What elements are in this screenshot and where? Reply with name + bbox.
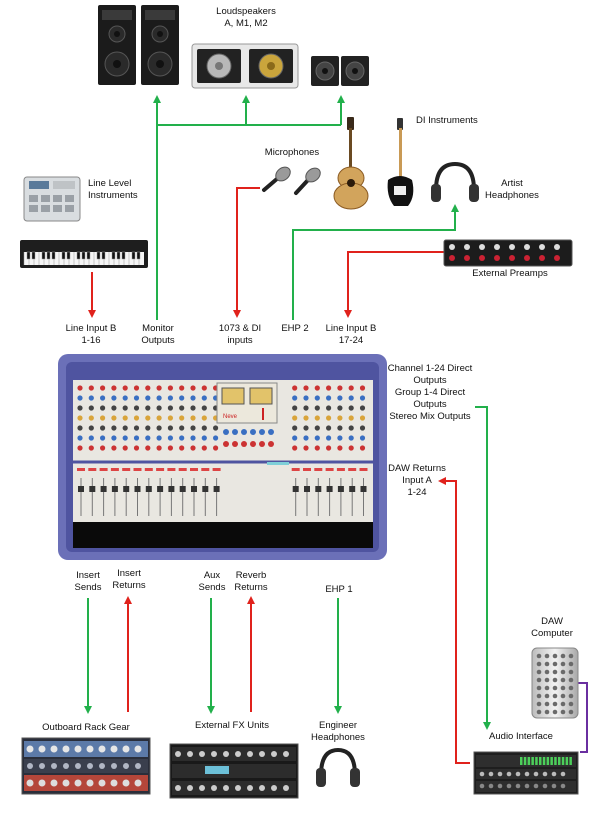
preamps-line (344, 251, 444, 318)
label-di-instruments: DI Instruments (416, 115, 478, 126)
di-inputs-line (233, 187, 260, 318)
headphones-icon (316, 747, 360, 787)
label-microphones: Microphones (264, 147, 320, 158)
rack-gear-icon (21, 737, 151, 795)
fx-unit-icon (169, 743, 299, 799)
computer-line (580, 682, 588, 753)
console-brand-label: Neve (223, 414, 238, 420)
bass-guitar-icon (387, 118, 414, 206)
speaker-icon (191, 43, 299, 89)
audio-interface-icon (473, 751, 579, 795)
preamp-rack-icon (443, 239, 573, 267)
speaker-icon (98, 5, 179, 85)
computer-icon (531, 647, 579, 719)
daw-returns-line (438, 477, 470, 764)
drum-machine-icon (23, 176, 81, 222)
label-fx-units: External FX Units (195, 720, 269, 731)
ehp2-line (292, 204, 459, 320)
label-outboard: Outboard Rack Gear (42, 722, 130, 733)
connections (84, 95, 588, 764)
keyboard-icon (20, 240, 148, 268)
speaker-icon (311, 56, 369, 86)
label-ehp1: EHP 1 (325, 584, 353, 595)
label-audio-interface: Audio Interface (489, 731, 553, 742)
label-external-preamps: External Preamps (472, 268, 548, 279)
mixing-console-icon: Neve (58, 354, 387, 560)
label-ehp2: EHP 2 (281, 323, 309, 334)
direct-outputs-line (475, 406, 491, 730)
headphones-icon (431, 161, 479, 202)
guitar-icon (333, 117, 369, 210)
microphone-icon (262, 166, 321, 195)
